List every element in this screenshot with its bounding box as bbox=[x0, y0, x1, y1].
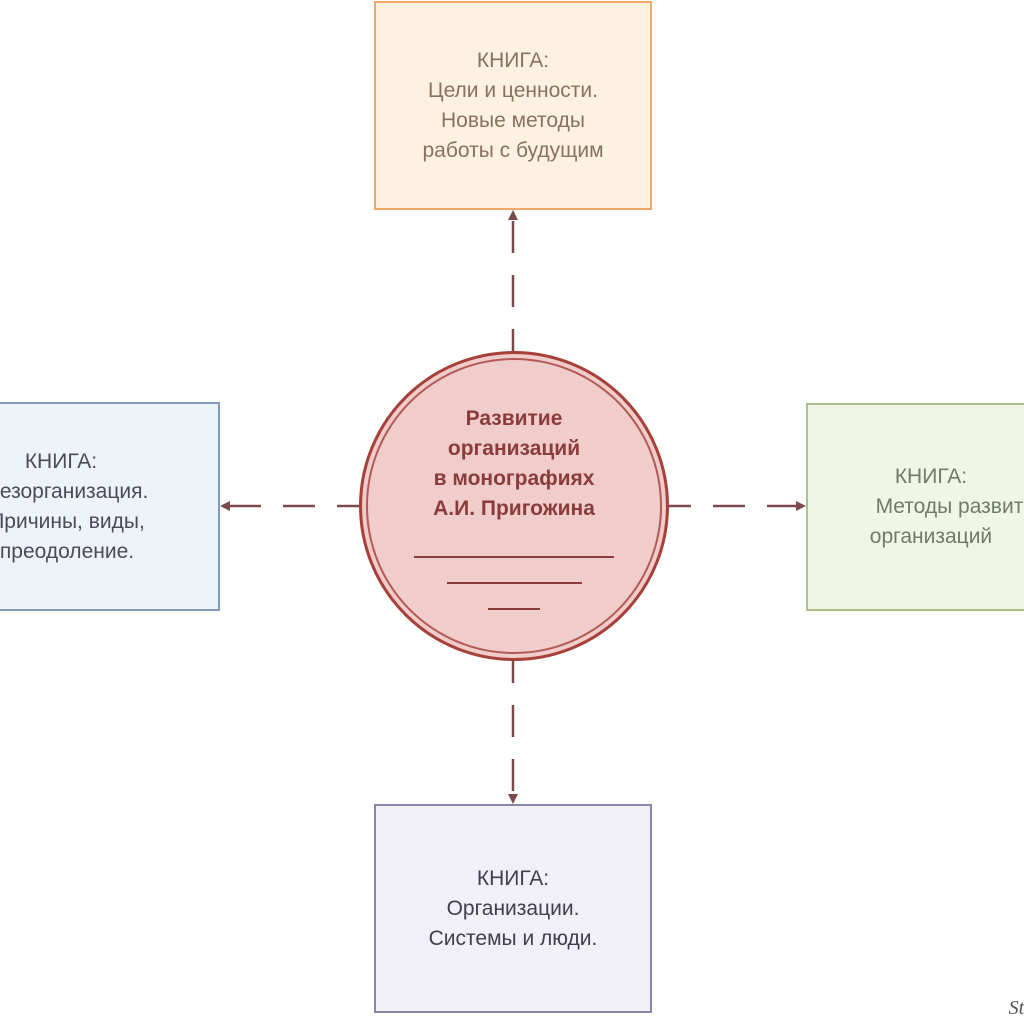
blank-line bbox=[488, 584, 540, 610]
book-line: организаций bbox=[869, 525, 993, 548]
book-box-top: КНИГА: Цели и ценности. Новые методы раб… bbox=[374, 1, 652, 210]
book-box-bottom: КНИГА: Организации. Системы и люди. bbox=[374, 804, 652, 1013]
center-title-line: Развитие bbox=[465, 407, 563, 430]
blank-line bbox=[414, 532, 614, 558]
book-line: Цели и ценности. bbox=[428, 78, 598, 102]
book-heading: КНИГА: bbox=[24, 449, 98, 473]
center-title-line: А.И. Пригожина bbox=[433, 497, 595, 520]
book-line: преодоление. bbox=[0, 539, 135, 563]
book-line: Организации. bbox=[446, 896, 580, 920]
book-line: Системы и люди. bbox=[428, 926, 598, 950]
book-box-left: КНИГА: Дезорганизация. Причины, виды, пр… bbox=[0, 402, 220, 611]
book-box-right: КНИГА: Методы развития организаций bbox=[806, 403, 1024, 611]
blank-line bbox=[446, 558, 582, 584]
book-line: Методы развития bbox=[875, 495, 1024, 518]
book-line: Дезорганизация. bbox=[0, 479, 149, 503]
watermark: Str bbox=[1008, 997, 1024, 1019]
book-heading: КНИГА: bbox=[476, 48, 550, 72]
center-title-line: в монографиях bbox=[433, 467, 595, 490]
center-topic-circle: Развитие организаций в монографиях А.И. … bbox=[359, 351, 669, 661]
book-line: Причины, виды, bbox=[0, 509, 145, 533]
book-heading: КНИГА: bbox=[476, 866, 550, 890]
book-line: Новые методы bbox=[441, 108, 585, 132]
book-heading: КНИГА: bbox=[894, 465, 968, 488]
book-line: работы с будущим bbox=[422, 138, 604, 162]
center-title-line: организаций bbox=[447, 437, 581, 460]
